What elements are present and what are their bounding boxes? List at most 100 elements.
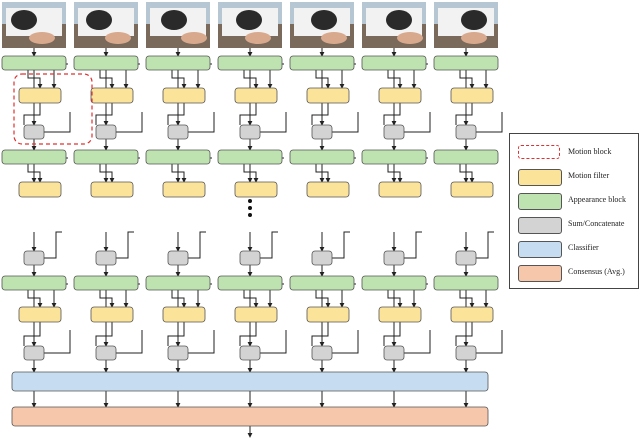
conn-app-filter-mid-a-4 bbox=[243, 164, 259, 183]
sum-block-bottom-7 bbox=[455, 345, 477, 361]
motion-filter-mid-2 bbox=[90, 181, 134, 198]
motion-filter-top-3 bbox=[162, 87, 206, 104]
sum-block-low-4 bbox=[239, 250, 261, 266]
conn-sum-up-5 bbox=[332, 112, 359, 133]
motion-filter-mid-5 bbox=[306, 181, 350, 198]
sum-block-bottom-5 bbox=[311, 345, 333, 361]
conn-app-filter-mid-a-6 bbox=[387, 164, 403, 183]
conn-app-filter-low-a-4 bbox=[243, 290, 259, 308]
sum-block-low-7 bbox=[455, 250, 477, 266]
video-frame-2 bbox=[74, 2, 138, 48]
frame-hand bbox=[461, 32, 487, 44]
conn-app-filter-a-5 bbox=[315, 70, 331, 89]
sum-block-top-3 bbox=[167, 124, 189, 140]
conn-low-side-4 bbox=[260, 231, 278, 259]
appearance-block-low-2 bbox=[73, 275, 139, 291]
frame-hand bbox=[105, 32, 131, 44]
conn-low-side-3 bbox=[188, 231, 206, 259]
frame-object bbox=[311, 10, 337, 30]
conn-sum-up-low-1 bbox=[44, 330, 71, 354]
legend-item-classifier: Classifier bbox=[518, 239, 638, 259]
legend-label-sum-concatenate: Sum/Concatenate bbox=[568, 219, 625, 228]
video-frame-5 bbox=[290, 2, 354, 48]
conn-filter-sum-low-7 bbox=[455, 322, 473, 346]
legend-swatch-motion-filter bbox=[518, 169, 562, 186]
motion-filter-top-1 bbox=[18, 87, 62, 104]
sum-block-bottom-3 bbox=[167, 345, 189, 361]
motion-filter-top-7 bbox=[450, 87, 494, 104]
ellipsis-dot-1 bbox=[248, 199, 252, 203]
conn-app-filter-a-3 bbox=[171, 70, 187, 89]
sum-block-top-1 bbox=[23, 124, 45, 140]
video-frame-1 bbox=[2, 2, 66, 48]
frame-hand bbox=[245, 32, 271, 44]
motion-filter-mid-6 bbox=[378, 181, 422, 198]
frame-object bbox=[11, 10, 37, 30]
motion-filter-low-4 bbox=[234, 306, 278, 323]
conn-app-filter-low-a-7 bbox=[459, 290, 475, 308]
conn-sum-up-low-3 bbox=[188, 330, 215, 354]
legend-label-motion-block: Motion block bbox=[568, 147, 612, 156]
conn-app-filter-mid-a-7 bbox=[459, 164, 475, 183]
legend: Motion block Motion filter Appearance bl… bbox=[509, 133, 639, 289]
motion-filter-low-3 bbox=[162, 306, 206, 323]
frame-object bbox=[386, 10, 412, 30]
sum-block-top-4 bbox=[239, 124, 261, 140]
frame-hand bbox=[181, 32, 207, 44]
appearance-block-top-3 bbox=[145, 55, 211, 71]
motion-filter-top-4 bbox=[234, 87, 278, 104]
conn-filter-sum-2 bbox=[95, 103, 113, 125]
conn-app-filter-low-a-2 bbox=[99, 290, 115, 308]
sum-block-top-5 bbox=[311, 124, 333, 140]
conn-app-filter-a-7 bbox=[459, 70, 475, 89]
conn-app-filter-a-6 bbox=[387, 70, 403, 89]
conn-filter-sum-low-5 bbox=[311, 322, 329, 346]
legend-label-appearance-block: Appearance block bbox=[568, 195, 626, 204]
frame-image bbox=[146, 2, 210, 48]
legend-swatch-sum-concatenate bbox=[518, 217, 562, 234]
conn-filter-sum-3 bbox=[167, 103, 185, 125]
conn-filter-sum-low-3 bbox=[167, 322, 185, 346]
conn-sum-up-low-2 bbox=[116, 330, 143, 354]
conn-sum-up-2 bbox=[116, 112, 143, 133]
motion-filter-top-2 bbox=[90, 87, 134, 104]
motion-filter-mid-4 bbox=[234, 181, 278, 198]
conn-sum-up-7 bbox=[476, 112, 503, 133]
motion-filter-low-2 bbox=[90, 306, 134, 323]
motion-filter-top-6 bbox=[378, 87, 422, 104]
conn-app-filter-mid-a-1 bbox=[27, 164, 43, 183]
motion-block-outline bbox=[13, 73, 93, 145]
conn-filter-sum-7 bbox=[455, 103, 473, 125]
appearance-block-mid-6 bbox=[361, 149, 427, 165]
appearance-block-mid-4 bbox=[217, 149, 283, 165]
sum-block-low-2 bbox=[95, 250, 117, 266]
frame-image bbox=[74, 2, 138, 48]
appearance-block-mid-2 bbox=[73, 149, 139, 165]
frame-hand bbox=[29, 32, 55, 44]
sum-block-bottom-6 bbox=[383, 345, 405, 361]
frame-object bbox=[461, 10, 487, 30]
frame-image bbox=[218, 2, 282, 48]
sum-block-bottom-4 bbox=[239, 345, 261, 361]
consensus-bar bbox=[11, 406, 489, 427]
conn-low-side-6 bbox=[404, 231, 422, 259]
frame-object bbox=[161, 10, 187, 30]
appearance-block-mid-5 bbox=[289, 149, 355, 165]
conn-sum-up-6 bbox=[404, 112, 431, 133]
appearance-block-mid-1 bbox=[1, 149, 67, 165]
sum-block-low-5 bbox=[311, 250, 333, 266]
sum-block-bottom-1 bbox=[23, 345, 45, 361]
legend-item-motion-block: Motion block bbox=[518, 143, 638, 163]
legend-swatch-appearance-block bbox=[518, 193, 562, 210]
conn-low-side-5 bbox=[332, 231, 350, 259]
conn-filter-sum-low-1 bbox=[23, 322, 41, 346]
appearance-block-top-6 bbox=[361, 55, 427, 71]
legend-label-consensus: Consensus (Avg.) bbox=[568, 267, 625, 276]
video-frame-3 bbox=[146, 2, 210, 48]
ellipsis-dot-3 bbox=[248, 213, 252, 217]
ellipsis-dot-2 bbox=[248, 206, 252, 210]
appearance-block-top-1 bbox=[1, 55, 67, 71]
motion-filter-low-5 bbox=[306, 306, 350, 323]
